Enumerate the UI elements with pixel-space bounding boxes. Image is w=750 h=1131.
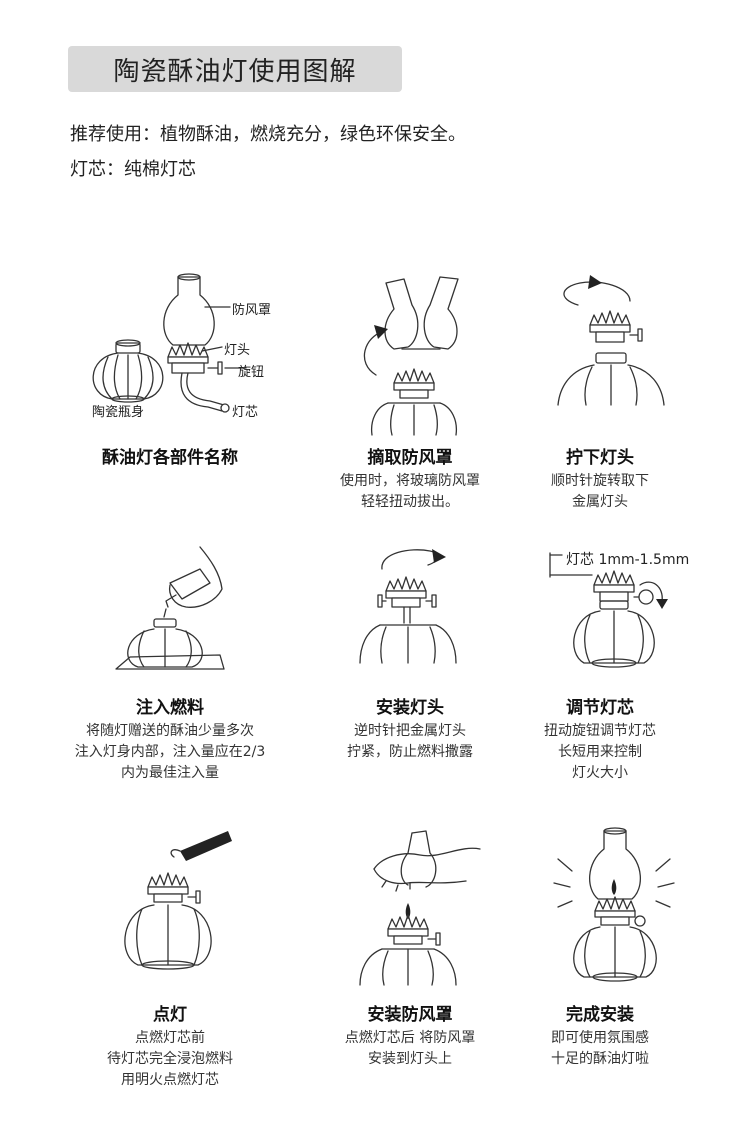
intro-wick: 灯芯：纯棉灯芯 xyxy=(70,159,196,180)
light-illustration xyxy=(124,831,232,970)
label-shade: 防风罩 xyxy=(232,303,272,318)
step-parts: 防风罩 灯头 旋钮 陶瓷瓶身 灯芯 酥油灯各部件名称 xyxy=(50,265,290,475)
adjust-wick-illustration xyxy=(549,552,668,668)
step-heading: 安装防风罩 xyxy=(367,1005,453,1025)
step-install-head: 安装灯头 逆时针把金属灯头拧紧，防止燃料撒露 xyxy=(290,543,530,793)
label-body: 陶瓷瓶身 xyxy=(92,405,145,420)
step-heading: 拧下灯头 xyxy=(566,448,634,468)
step-remove-shade: 摘取防风罩 使用时，将玻璃防风罩轻轻扭动拔出。 xyxy=(290,265,530,525)
step-unscrew-head: 拧下灯头 顺时针旋转取下金属灯头 xyxy=(480,265,720,525)
add-fuel-illustration xyxy=(115,546,225,670)
install-shade-illustration xyxy=(359,830,481,986)
complete-illustration xyxy=(553,827,675,982)
step-description: 点燃灯芯前待灯芯完全浸泡燃料用明火点燃灯芯 xyxy=(107,1030,233,1088)
step-install-shade: 安装防风罩 点燃灯芯后 将防风罩安装到灯头上 xyxy=(290,825,530,1095)
label-wick: 灯芯 xyxy=(232,405,259,420)
step-description: 逆时针把金属灯头拧紧，防止燃料撒露 xyxy=(347,723,473,760)
step-heading: 点灯 xyxy=(153,1005,187,1025)
step-light: 点灯 点燃灯芯前待灯芯完全浸泡燃料用明火点燃灯芯 xyxy=(50,825,290,1095)
step-heading: 完成安装 xyxy=(566,1005,634,1025)
step-description: 扭动旋钮调节灯芯长短用来控制灯火大小 xyxy=(544,723,656,781)
label-head: 灯头 xyxy=(224,343,251,358)
remove-shade-illustration xyxy=(363,276,459,436)
wick-length-label: 灯芯 1mm-1.5mm xyxy=(566,552,690,568)
step-adjust-wick: 灯芯 1mm-1.5mm 调节灯芯 扭动旋钮调节灯芯长短用来控制灯火大小 xyxy=(480,543,720,793)
label-knob: 旋钮 xyxy=(238,365,265,380)
page-title: 陶瓷酥油灯使用图解 xyxy=(68,46,402,92)
parts-illustration xyxy=(92,273,247,413)
unscrew-head-illustration xyxy=(557,275,665,406)
step-description: 点燃灯芯后 将防风罩安装到灯头上 xyxy=(344,1030,476,1067)
step-heading: 安装灯头 xyxy=(376,698,444,718)
intro-recommendation: 推荐使用：植物酥油，燃烧充分，绿色环保安全。 xyxy=(70,124,466,145)
step-description: 顺时针旋转取下金属灯头 xyxy=(551,473,649,510)
step-heading: 酥油灯各部件名称 xyxy=(102,448,238,468)
step-heading: 摘取防风罩 xyxy=(367,448,453,468)
install-head-illustration xyxy=(359,549,457,664)
step-heading: 调节灯芯 xyxy=(566,698,634,718)
step-complete: 完成安装 即可使用氛围感十足的酥油灯啦 xyxy=(480,825,720,1095)
step-description: 使用时，将玻璃防风罩轻轻扭动拔出。 xyxy=(340,473,480,510)
step-description: 即可使用氛围感十足的酥油灯啦 xyxy=(551,1030,649,1067)
step-heading: 注入燃料 xyxy=(136,698,204,718)
